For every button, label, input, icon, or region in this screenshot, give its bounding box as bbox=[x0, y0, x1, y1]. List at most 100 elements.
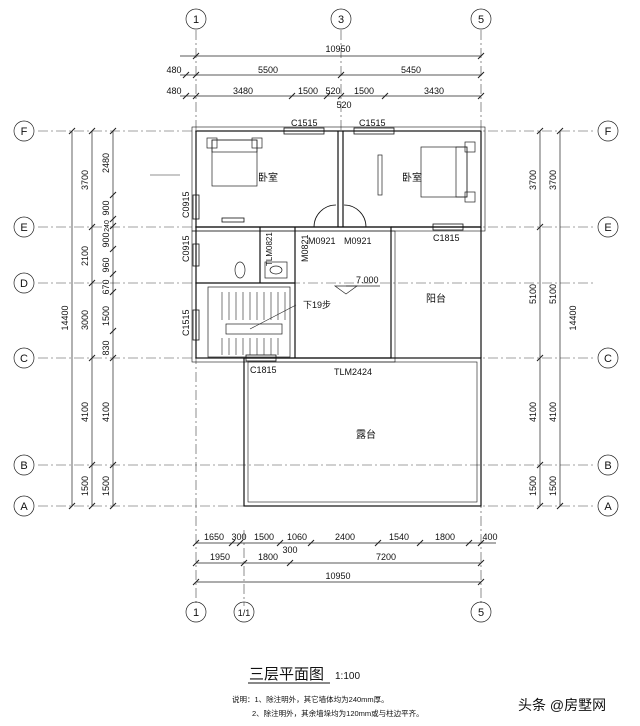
dim-bot-r1-4: 2400 bbox=[335, 532, 355, 542]
axis-left-C: C bbox=[20, 353, 28, 365]
dim-right-in-1: 5100 bbox=[528, 284, 538, 304]
axis-left-F: F bbox=[21, 126, 28, 138]
dim-left-in-2: 240 bbox=[104, 220, 111, 232]
dim-left-mid-3: 4100 bbox=[80, 402, 90, 422]
dim-left-in-4: 960 bbox=[101, 257, 111, 272]
dim-right-outer: 14400 bbox=[568, 305, 578, 330]
note-line-2: 2、除注明外，其余墙垛均为120mm或与柱边平齐。 bbox=[252, 708, 424, 718]
label-tlm0821: TLM0821 bbox=[265, 232, 274, 266]
dim-left-in-0: 2480 bbox=[101, 153, 111, 173]
label-c1815-a: C1815 bbox=[433, 233, 460, 243]
drawing-scale: 1:100 bbox=[335, 671, 360, 682]
axis-top-1: 1 bbox=[193, 14, 199, 26]
label-m0921-a: M0921 bbox=[308, 236, 336, 246]
axis-bottom-1-1: 1/1 bbox=[238, 608, 251, 618]
dim-left-in-6: 1500 bbox=[101, 306, 111, 326]
axis-top-3: 3 bbox=[338, 14, 344, 26]
walls bbox=[191, 126, 486, 507]
dim-bot-r1-7: 400 bbox=[482, 532, 497, 542]
dim-left-in-7: 830 bbox=[101, 340, 111, 355]
dim-left-in-5: 670 bbox=[101, 279, 111, 294]
dim-left-mid-4: 1500 bbox=[80, 476, 90, 496]
room-balcony: 阳台 bbox=[426, 292, 446, 305]
dim-top-r1-1: 5500 bbox=[258, 65, 278, 75]
dim-left-in-8: 4100 bbox=[101, 402, 111, 422]
drawing-title: 三层平面图 bbox=[249, 666, 324, 683]
axis-top-5: 5 bbox=[478, 14, 484, 26]
label-c1515-left: C1515 bbox=[181, 309, 191, 336]
label-tlm2424: TLM2424 bbox=[334, 367, 372, 377]
dim-bot-r2-0: 1950 bbox=[210, 552, 230, 562]
bottom-dimension-lines bbox=[192, 539, 496, 586]
dim-bot-total: 10950 bbox=[325, 571, 350, 581]
dim-top-r1-2: 5450 bbox=[401, 65, 421, 75]
dim-left-in-9: 1500 bbox=[101, 476, 111, 496]
dim-top-total: 10950 bbox=[325, 44, 350, 54]
dim-bot-extra: 300 bbox=[282, 545, 297, 555]
axis-right-F: F bbox=[605, 126, 612, 138]
stair-treads bbox=[150, 174, 297, 355]
left-dimension-lines bbox=[68, 127, 564, 510]
axis-bottom-5: 5 bbox=[478, 607, 484, 619]
axis-right-C: C bbox=[604, 353, 612, 365]
dim-right-mid-1: 5100 bbox=[548, 284, 558, 304]
dim-top-r2-0: 480 bbox=[166, 86, 181, 96]
axis-left-D: D bbox=[20, 278, 28, 290]
dim-left-in-1: 900 bbox=[101, 200, 111, 215]
openings bbox=[192, 127, 464, 362]
dim-right-mid-0: 3700 bbox=[548, 170, 558, 190]
dim-bot-r1-3: 1060 bbox=[287, 532, 307, 542]
dim-bot-r1-2: 1500 bbox=[254, 532, 274, 542]
axis-right-B: B bbox=[604, 460, 611, 472]
dim-top-r2-4: 1500 bbox=[354, 86, 374, 96]
dim-top-r2-3: 520 bbox=[325, 86, 340, 96]
dim-top-r2-1: 3480 bbox=[233, 86, 253, 96]
dim-left-mid-0: 3700 bbox=[80, 170, 90, 190]
axis-right-A: A bbox=[604, 501, 612, 513]
room-terrace: 露台 bbox=[356, 428, 376, 441]
dim-left-in-3: 900 bbox=[101, 232, 111, 247]
dim-right-in-0: 3700 bbox=[528, 170, 538, 190]
axis-bubbles bbox=[13, 8, 619, 623]
label-m0821: M0821 bbox=[300, 234, 310, 262]
dim-bot-r1-5: 1540 bbox=[389, 532, 409, 542]
dim-top-r2-5: 3430 bbox=[424, 86, 444, 96]
axis-left-E: E bbox=[20, 222, 27, 234]
dim-bot-r1-1: 300 bbox=[231, 532, 246, 542]
label-c1515-a: C1515 bbox=[291, 118, 318, 128]
note-line-1: 说明：1、除注明外，其它墙体均为240mm厚。 bbox=[232, 694, 389, 704]
furniture bbox=[206, 137, 476, 358]
dim-left-mid-2: 3000 bbox=[80, 310, 90, 330]
watermark: 头条 @房墅网 bbox=[518, 697, 606, 713]
dim-bot-r1-6: 1800 bbox=[435, 532, 455, 542]
label-m0921-b: M0921 bbox=[344, 236, 372, 246]
dim-bot-r2-2: 7200 bbox=[376, 552, 396, 562]
label-stair: 下19步 bbox=[303, 300, 331, 310]
room-bedroom-right: 卧室 bbox=[402, 171, 422, 184]
dim-right-in-2: 4100 bbox=[528, 402, 538, 422]
axis-bottom-1: 1 bbox=[193, 607, 199, 619]
elevation-marker bbox=[333, 285, 359, 295]
label-c1515-b: C1515 bbox=[359, 118, 386, 128]
label-c1815-b: C1815 bbox=[250, 365, 277, 375]
axis-left-A: A bbox=[20, 501, 28, 513]
dim-left-mid-1: 2100 bbox=[80, 246, 90, 266]
dim-top-r2-2: 1500 bbox=[298, 86, 318, 96]
label-c0915-b: C0915 bbox=[181, 235, 191, 262]
top-dimension-lines bbox=[180, 52, 485, 100]
label-elevation: 7.000 bbox=[356, 275, 379, 285]
axis-lines bbox=[38, 30, 596, 606]
axis-left-B: B bbox=[20, 460, 27, 472]
axis-right-E: E bbox=[604, 222, 611, 234]
dim-bot-r1-0: 1650 bbox=[204, 532, 224, 542]
dim-top-r1-0: 480 bbox=[166, 65, 181, 75]
dim-bot-r2-1: 1800 bbox=[258, 552, 278, 562]
dim-left-outer: 14400 bbox=[60, 305, 70, 330]
dim-right-mid-2: 4100 bbox=[548, 402, 558, 422]
room-bedroom-left: 卧室 bbox=[258, 171, 278, 184]
label-c0915-a: C0915 bbox=[181, 191, 191, 218]
dim-right-mid-3: 1500 bbox=[548, 476, 558, 496]
dim-right-in-3: 1500 bbox=[528, 476, 538, 496]
dim-top-extra: 520 bbox=[336, 100, 351, 110]
